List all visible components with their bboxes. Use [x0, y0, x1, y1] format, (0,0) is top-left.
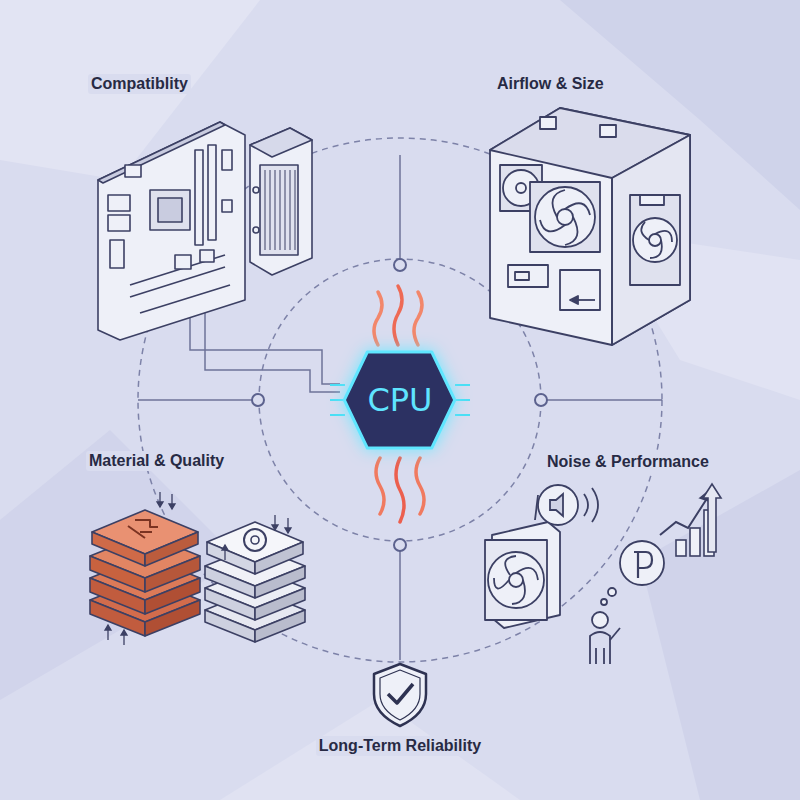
node-label: CPU	[367, 381, 432, 419]
section-heading: Long-Term Reliability	[316, 736, 484, 756]
section-heading: Airflow & Size	[494, 74, 607, 94]
section-heading: Compatiblity	[88, 74, 191, 94]
section-heading: Noise & Performance	[544, 452, 712, 472]
section-heading: Material & Quality	[86, 451, 227, 471]
cpu-hexagon: CPU	[342, 350, 457, 450]
